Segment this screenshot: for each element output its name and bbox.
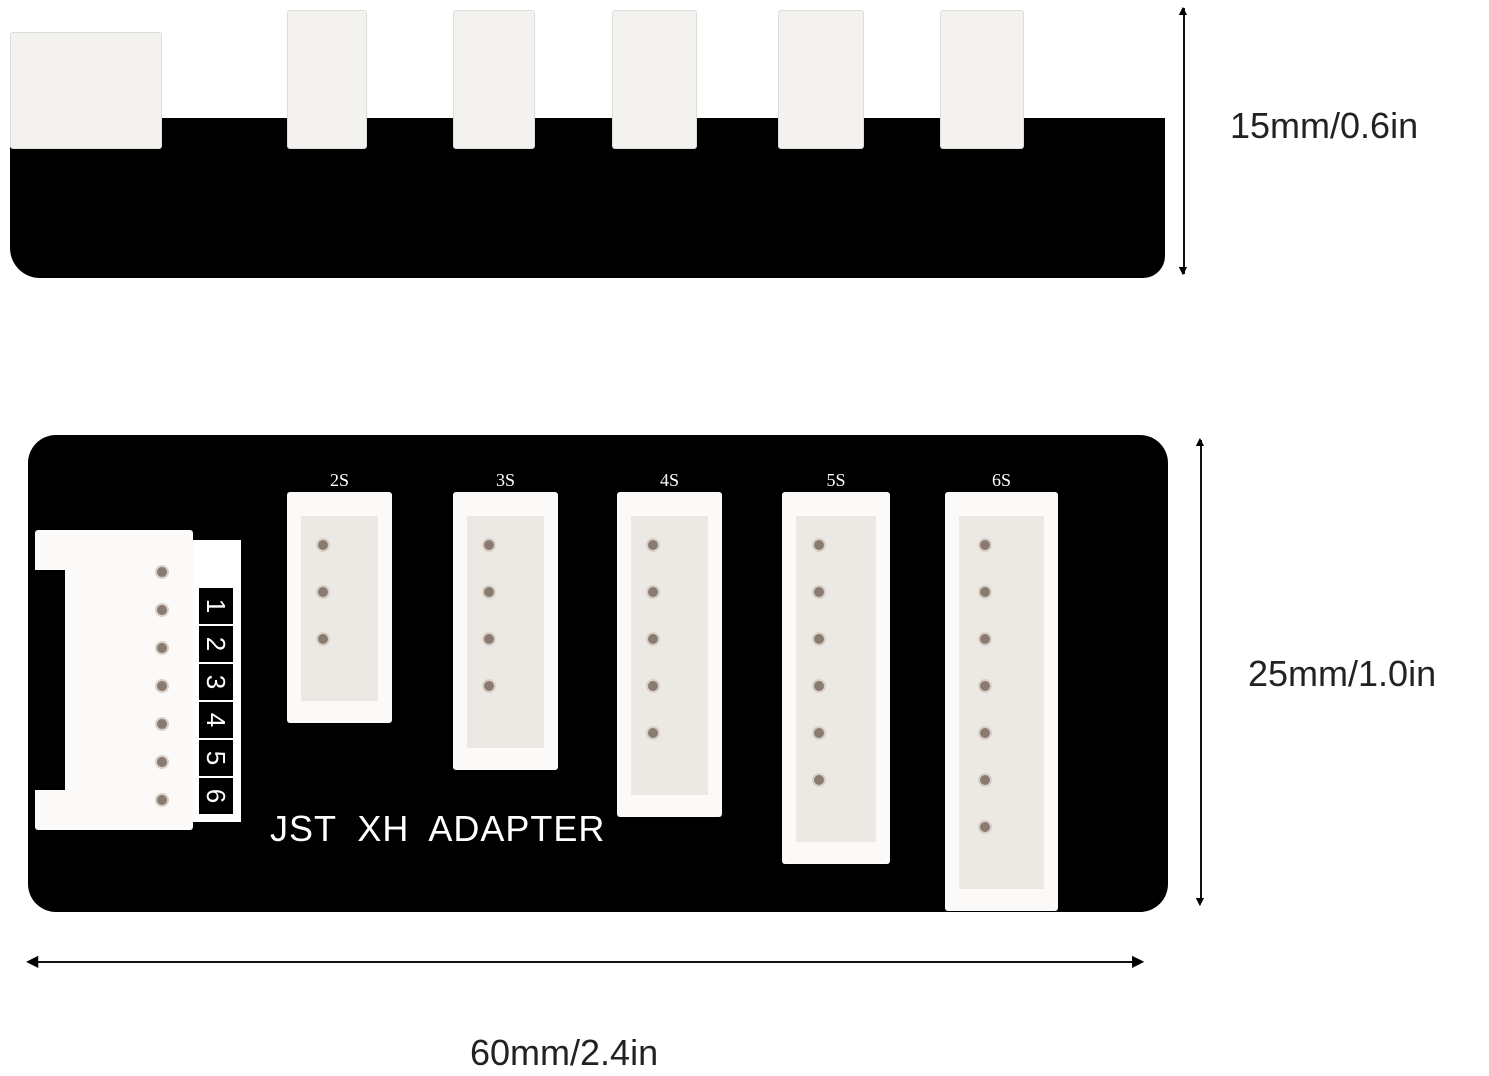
width-dimension-line <box>1200 440 1202 902</box>
pin <box>481 679 496 693</box>
pin-number: 3 <box>198 663 234 701</box>
pin <box>812 585 826 599</box>
pin <box>977 632 992 646</box>
connector-5s <box>782 492 890 864</box>
pin-number: 5 <box>198 739 234 777</box>
side-connector-2s <box>287 10 367 149</box>
pin <box>155 679 169 693</box>
pin <box>155 641 169 655</box>
pin <box>645 679 660 693</box>
height-label: 15mm/0.6in <box>1230 105 1419 146</box>
pin <box>977 726 992 740</box>
connector-6s <box>945 492 1058 911</box>
pin <box>645 632 660 646</box>
arrow-up-icon: ▲ <box>1176 2 1190 18</box>
pin <box>481 585 496 599</box>
arrow-down-icon: ▼ <box>1176 262 1190 278</box>
pin <box>812 679 826 693</box>
pin <box>155 565 169 579</box>
side-connector-3s <box>453 10 535 149</box>
pin-number: 6 <box>198 777 234 815</box>
pin <box>977 820 992 834</box>
width-label: 25mm/1.0in <box>1248 653 1437 694</box>
connector-label: 5S <box>826 470 846 490</box>
pin <box>155 755 169 769</box>
pin <box>812 726 826 740</box>
side-connector-5s <box>778 10 864 149</box>
length-label: 60mm/2.4in <box>470 1032 659 1073</box>
pin <box>481 632 496 646</box>
pin <box>977 538 992 552</box>
connector-2s <box>287 492 392 723</box>
pin <box>977 773 992 787</box>
arrow-down-icon: ▼ <box>1193 893 1207 909</box>
side-connector-6s <box>940 10 1024 149</box>
pin <box>315 632 330 646</box>
connector-label: 6S <box>991 470 1011 490</box>
height-dimension-line <box>1183 8 1185 274</box>
arrow-left-icon: ◀ <box>26 953 39 970</box>
arrow-up-icon: ▲ <box>1193 433 1207 449</box>
pin <box>315 538 330 552</box>
pin <box>812 773 826 787</box>
pin-number: 2 <box>198 625 234 663</box>
side-main-connector <box>10 32 162 149</box>
connector-label: 2S <box>329 470 349 490</box>
pin <box>977 585 992 599</box>
connector-label: 4S <box>659 470 679 490</box>
pin-number: 4 <box>198 701 234 739</box>
pin <box>155 603 169 617</box>
side-connector-4s <box>612 10 697 149</box>
pin <box>315 585 330 599</box>
pin-number: 1 <box>198 587 234 625</box>
pin <box>977 679 992 693</box>
connector-3s <box>453 492 558 770</box>
pin <box>155 793 169 807</box>
pin <box>645 726 660 740</box>
pin <box>645 585 660 599</box>
pin <box>812 632 826 646</box>
pin <box>812 538 826 552</box>
length-dimension-line <box>32 961 1142 963</box>
main-balance-connector <box>35 530 193 830</box>
pin <box>155 717 169 731</box>
pin <box>481 538 496 552</box>
connector-4s <box>617 492 722 817</box>
board-title: JST XH ADAPTER <box>270 808 606 849</box>
arrow-right-icon: ▶ <box>1132 953 1145 970</box>
pin <box>645 538 660 552</box>
connector-label: 3S <box>495 470 515 490</box>
